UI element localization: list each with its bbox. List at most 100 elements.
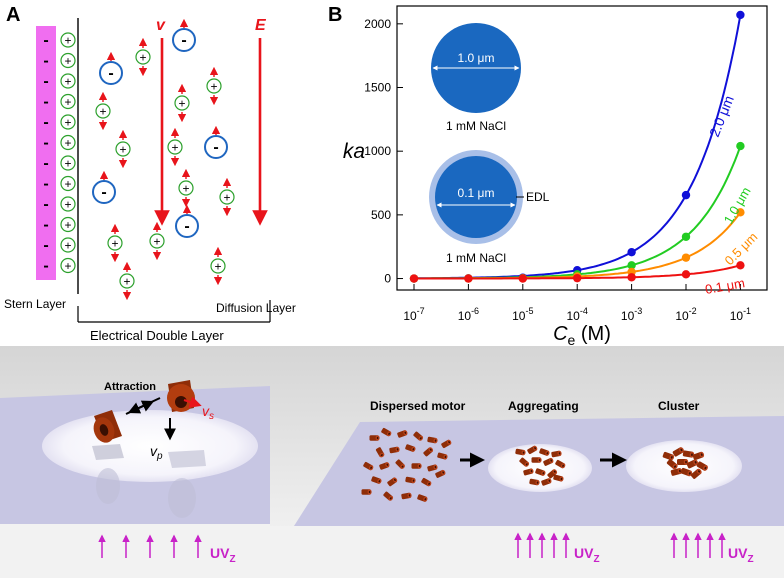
motor-reflection <box>96 468 120 504</box>
data-point <box>681 190 691 200</box>
tube-motor <box>405 444 416 452</box>
vs-label: vs <box>202 403 214 422</box>
tube-motor <box>387 477 398 487</box>
svg-text:+: + <box>64 198 71 212</box>
tube-motor <box>539 448 550 456</box>
cation: + <box>178 168 194 208</box>
y-axis-label: ka <box>343 140 365 163</box>
x-tick-label: 10-1 <box>730 306 751 323</box>
uv-label-cluster: UVZ <box>728 545 754 565</box>
wall-charge: - <box>43 135 48 152</box>
series-label-01um: 0.1 μm <box>704 275 746 297</box>
data-point <box>736 10 745 20</box>
data-point <box>736 141 745 151</box>
tube-motor <box>417 494 428 502</box>
diffusion-layer-label: Diffusion Layer <box>216 301 296 315</box>
data-point <box>681 232 691 241</box>
tube-motor <box>690 468 702 479</box>
vp-label: vp <box>150 443 163 462</box>
charged-wall <box>36 26 56 280</box>
wall-charge: - <box>43 53 48 70</box>
tube-motor <box>543 457 554 466</box>
wall-charge: - <box>43 155 48 172</box>
tube-motor <box>369 435 380 441</box>
data-point <box>627 261 636 270</box>
tube-motor <box>553 474 564 482</box>
x-axis-label: Ce (M) <box>553 323 611 348</box>
tube-motor <box>413 431 424 441</box>
motor-shadow <box>168 450 206 468</box>
cation: + <box>135 37 151 77</box>
tube-motor <box>519 457 530 467</box>
svg-text:+: + <box>210 80 217 94</box>
anion: - <box>172 18 196 52</box>
ka-chart: 1.0 μm 1 mM NaCl 0.1 μm EDL 1 mM NaCl 05… <box>343 5 768 348</box>
tube-motor <box>535 468 546 476</box>
attraction-arrow <box>125 400 155 415</box>
motor-shadow <box>92 444 124 460</box>
series-label-2um: 2.0 μm <box>706 93 737 139</box>
stern-cation: + <box>60 114 76 130</box>
tube-motor <box>696 461 708 471</box>
svg-text:+: + <box>182 182 189 196</box>
attraction-scene: Attraction vs vp UVZ <box>0 346 270 578</box>
svg-text:+: + <box>214 260 221 274</box>
tube-motor <box>529 478 540 486</box>
svg-text:-: - <box>101 184 106 201</box>
edl-schematic: ------------ ++++++++++++ ++++++++++++--… <box>4 17 296 343</box>
dispersed-label: Dispersed motor <box>370 399 466 413</box>
stern-cation: + <box>60 216 76 233</box>
svg-text:+: + <box>153 235 160 249</box>
svg-text:+: + <box>64 116 71 130</box>
tube-motor <box>672 447 684 457</box>
cation: + <box>210 246 226 286</box>
tube-motor <box>670 468 683 476</box>
anion: - <box>99 51 123 85</box>
uv-arrows <box>514 532 726 558</box>
tube-motor <box>666 459 678 470</box>
aggregating-label: Aggregating <box>508 399 579 413</box>
tube-motor <box>383 491 394 501</box>
wall-charge: - <box>43 217 48 234</box>
wall-negative-charges: ------------ <box>43 32 48 275</box>
x-tick-label: 10-3 <box>621 306 642 323</box>
tube-motor <box>361 489 372 495</box>
svg-text:+: + <box>171 141 178 155</box>
x-tick-label: 10-7 <box>403 306 424 323</box>
anion: - <box>175 204 199 238</box>
svg-text:-: - <box>184 218 189 235</box>
wall-charge: - <box>43 196 48 213</box>
series-label-1um: 1.0 μm <box>721 184 754 226</box>
edl-pointer-label: EDL <box>526 190 550 204</box>
data-point <box>681 270 691 279</box>
stern-layer-ions: ++++++++++++ <box>60 32 76 274</box>
particle-01um-size: 0.1 μm <box>458 186 495 200</box>
uv-label-aggregating: UVZ <box>574 545 600 565</box>
tube-motor <box>531 457 542 463</box>
x-tick-label: 10-4 <box>567 306 588 323</box>
tube-motor <box>677 459 689 465</box>
tube-motor <box>389 446 400 454</box>
data-point <box>736 261 745 270</box>
y-tick-label: 2000 <box>364 17 391 31</box>
tube-motor <box>541 478 552 486</box>
tube-motor <box>397 430 408 438</box>
particle-1um-size: 1.0 μm <box>458 51 495 65</box>
data-point <box>464 274 473 283</box>
x-tick-label: 10-6 <box>458 306 479 323</box>
particle-01um <box>435 156 517 238</box>
tube-motor <box>523 468 534 476</box>
svg-text:+: + <box>119 143 126 157</box>
svg-text:+: + <box>64 157 71 171</box>
svg-text:-: - <box>108 65 113 82</box>
tube-motor <box>93 410 122 443</box>
panel-label-b: B <box>328 4 343 26</box>
anion: - <box>92 170 116 204</box>
wall-charge: - <box>43 32 48 49</box>
y-tick-label: 500 <box>371 208 391 222</box>
particle-1um-caption: 1 mM NaCl <box>446 119 506 133</box>
wall-charge: - <box>43 114 48 131</box>
svg-text:-: - <box>181 32 186 49</box>
